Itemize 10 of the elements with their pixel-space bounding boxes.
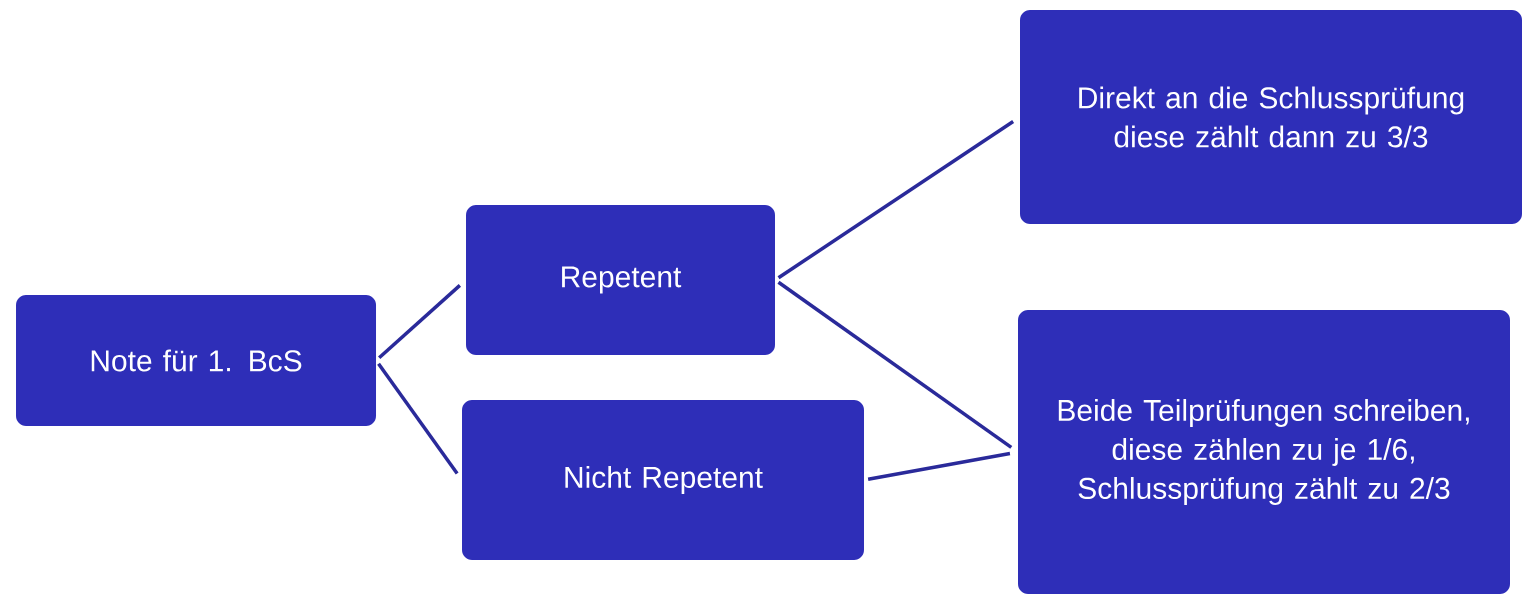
process-box: Note für 1. BcS: [16, 295, 376, 426]
connector-line: [378, 284, 462, 360]
connector-line: [777, 280, 1013, 449]
connector-line: [777, 119, 1015, 280]
connector-line: [867, 451, 1011, 481]
process-box: Direkt an die Schlussprüfung diese zählt dann zu 3/3: [1020, 10, 1522, 224]
process-box: Repetent: [466, 205, 775, 355]
process-box: Nicht Repetent: [462, 400, 864, 560]
process-box: Beide Teilprüfungen schreiben, diese zählen zu je 1/6, Schlussprüfung zählt zu 2/3: [1018, 310, 1510, 594]
connector-line: [377, 362, 459, 475]
